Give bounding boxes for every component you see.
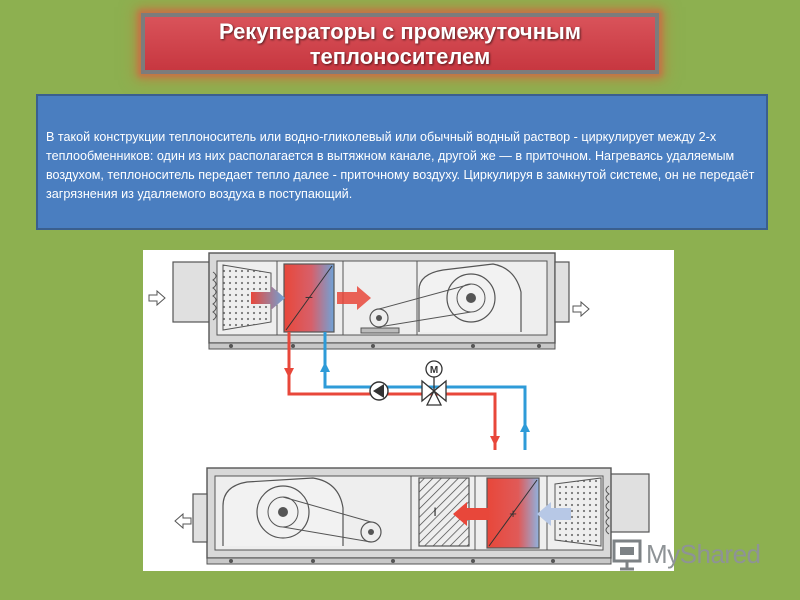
- upper-unit: −: [148, 252, 590, 350]
- upper-air-in-arrow: [148, 289, 166, 307]
- heat-recovery-diagram: −: [143, 250, 674, 571]
- logo-text: MyShared: [646, 538, 761, 569]
- lower-filter: [554, 477, 602, 547]
- lower-inlet-flange: [608, 473, 650, 533]
- motor-icon: [425, 360, 443, 378]
- presentation-board-icon: [612, 539, 642, 571]
- lower-outlet-flange: [192, 493, 208, 543]
- lower-fan: [222, 477, 382, 546]
- lower-air-to-heater-arrow: [453, 502, 489, 526]
- description-box: В такой конструкции теплоноситель или во…: [36, 94, 768, 230]
- upper-inlet-flange: [172, 261, 212, 323]
- hot-pipe: [287, 332, 497, 450]
- upper-air-to-exchanger-arrow: [251, 286, 285, 310]
- upper-fan: [360, 263, 522, 334]
- three-way-valve-icon: M: [421, 360, 447, 406]
- upper-filter: [222, 264, 272, 331]
- title-banner: Рекуператоры с промежуточным теплоносите…: [141, 13, 659, 74]
- upper-exchanger-sign: −: [305, 289, 313, 305]
- slide-title: Рекуператоры с промежуточным теплоносите…: [218, 18, 582, 69]
- upper-air-out-arrow: [572, 300, 590, 318]
- lower-air-to-exchanger-arrow: [537, 502, 571, 526]
- upper-air-to-fan-arrow: [337, 286, 371, 310]
- lower-unit: I +: [174, 467, 650, 565]
- description-text: В такой конструкции теплоноситель или во…: [46, 130, 755, 201]
- lower-air-out-arrow: [174, 512, 192, 530]
- upper-outlet-flange: [554, 261, 570, 323]
- lower-exchanger-sign: +: [509, 506, 517, 521]
- filter-sign: I: [433, 505, 436, 519]
- coolant-loop: M: [284, 332, 530, 450]
- diagram-svg: −: [148, 252, 650, 565]
- motor-label: M: [430, 365, 438, 376]
- myshared-logo: MyShared: [612, 536, 761, 572]
